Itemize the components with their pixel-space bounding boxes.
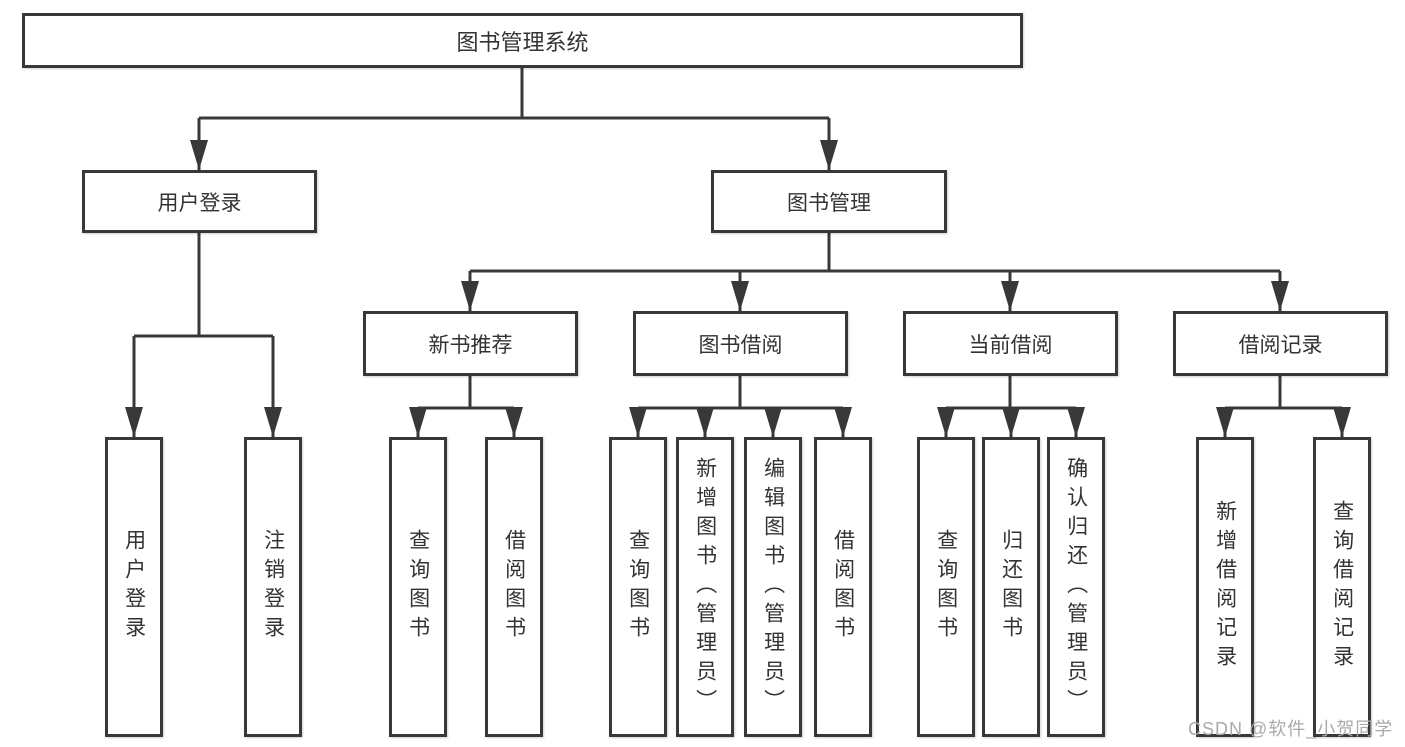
node-label: 用户登录	[157, 191, 242, 215]
node-user-login: 用户登录	[82, 170, 317, 233]
node-add-books-admin: 新增图书（管理员）	[676, 437, 734, 737]
node-user-login-leaf: 用户登录	[105, 437, 163, 737]
node-label: 确认归还（管理员）	[1064, 456, 1088, 718]
node-current-query-books: 查询图书	[917, 437, 975, 737]
node-label: 查询图书	[406, 529, 430, 645]
node-label: 用户登录	[122, 529, 146, 645]
node-edit-books-admin: 编辑图书（管理员）	[744, 437, 802, 737]
node-book-management: 图书管理	[711, 170, 947, 233]
node-new-book-recommend: 新书推荐	[363, 311, 578, 376]
node-label: 查询图书	[626, 529, 650, 645]
node-confirm-return-admin: 确认归还（管理员）	[1047, 437, 1105, 737]
node-add-borrow-record: 新增借阅记录	[1196, 437, 1254, 737]
node-current-borrowing: 当前借阅	[903, 311, 1118, 376]
node-library-management-system: 图书管理系统	[22, 13, 1023, 68]
node-label: 图书管理系统	[456, 29, 589, 55]
node-borrow-query-books: 查询图书	[609, 437, 667, 737]
node-label: 当前借阅	[968, 333, 1053, 357]
node-label: 图书借阅	[698, 333, 783, 357]
node-label: 新书推荐	[428, 333, 513, 357]
node-label: 借阅图书	[831, 529, 855, 645]
node-query-borrow-record: 查询借阅记录	[1313, 437, 1371, 737]
node-label: 借阅图书	[502, 529, 526, 645]
node-label: 新增图书（管理员）	[693, 456, 717, 718]
node-logout: 注销登录	[244, 437, 302, 737]
node-newbooks-query-books: 查询图书	[389, 437, 447, 737]
node-label: 查询借阅记录	[1330, 500, 1354, 674]
node-label: 新增借阅记录	[1213, 500, 1237, 674]
node-book-borrowing: 图书借阅	[633, 311, 848, 376]
csdn-watermark: CSDN @软件_小贺同学	[1188, 719, 1394, 739]
node-return-books: 归还图书	[982, 437, 1040, 737]
node-label: 查询图书	[934, 529, 958, 645]
node-label: 注销登录	[261, 529, 285, 645]
node-label: 归还图书	[999, 529, 1023, 645]
node-borrowing-records: 借阅记录	[1173, 311, 1388, 376]
node-label: 借阅记录	[1238, 333, 1323, 357]
node-borrow-borrow-books: 借阅图书	[814, 437, 872, 737]
node-label: 编辑图书（管理员）	[761, 456, 785, 718]
node-newbooks-borrow-books: 借阅图书	[485, 437, 543, 737]
node-label: 图书管理	[787, 191, 871, 215]
